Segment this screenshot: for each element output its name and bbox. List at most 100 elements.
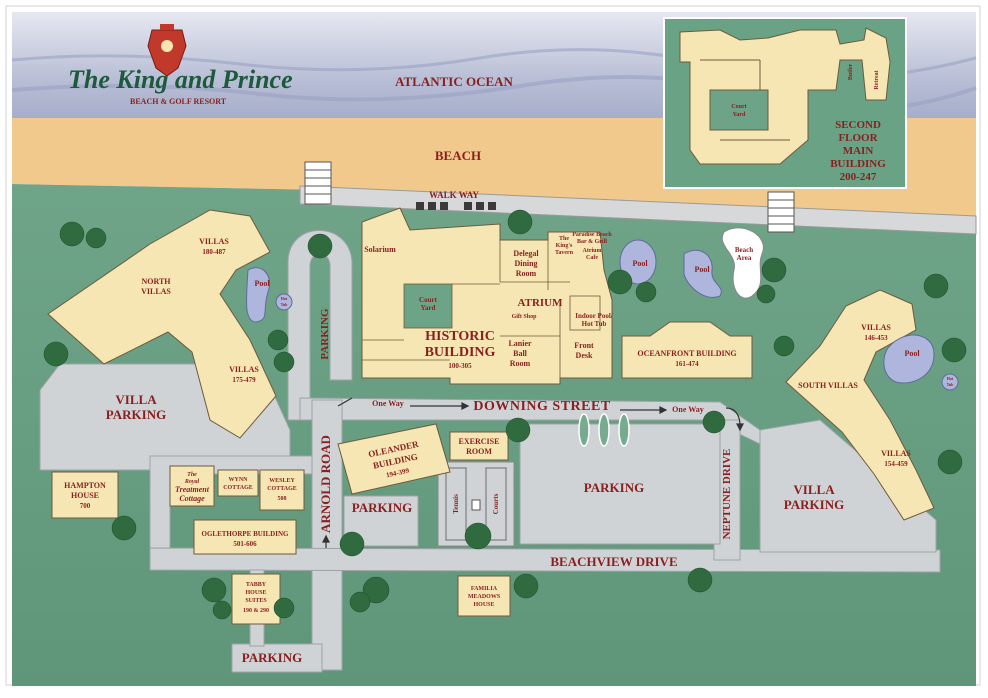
villas-180-label-1: VILLAS [199,237,229,246]
beach-pool [683,249,722,298]
tabby-house [231,573,281,625]
royal-label-2: Royal [184,479,200,485]
historic-label-2: BUILDING [425,345,496,360]
royal-treatment-cottage [169,465,215,507]
north-hot-tub [275,293,293,311]
south-pool [883,334,935,384]
lanier-label-1: Lanier [508,339,532,348]
inset-title-3: MAIN [843,145,874,157]
tennis-label: Tennis [452,494,460,514]
solarium-label: Solarium [364,245,396,254]
wesley-cottage [259,469,305,511]
hampton-house [51,471,119,519]
familia-label-2: MEADOWS [468,594,501,600]
beach-area-label-1: Beach [735,246,753,254]
villas-180-label-2: 180-487 [202,248,226,256]
oleander-building [337,423,451,495]
villas-154-label-2: 154-459 [884,460,908,468]
inset-courtyard-label-1: Court [731,104,746,110]
arnold-road-label: ARNOLD ROAD [318,435,333,533]
tabby-rooms: 190 & 290 [243,608,269,614]
villas-146-label-1: VILLAS [861,323,891,332]
familia-label-1: FAMILIA [471,586,498,592]
lanier-label-2: Ball [513,349,528,358]
bottom-parking-label: PARKING [242,650,302,665]
delegal-label-2: Dining [514,259,537,268]
royal-label-3: Treatment [175,485,210,494]
hampton-rooms: 700 [80,502,91,510]
north-villas-label-2: VILLAS [141,287,171,296]
tabby-label-3: SUITES [245,598,267,604]
north-hot-tub-label-2: Tub [281,302,289,307]
trees [43,209,967,620]
tavern-label-2: King's [556,243,573,249]
north-pool [246,267,270,323]
downing-street-label: DOWNING STREET [473,399,610,414]
courtyard-label-2: Yard [421,304,436,312]
roads [39,230,941,673]
south-hot-tub-label-1: Hot [947,376,954,381]
north-hot-tub-label-1: Hot [281,296,288,301]
indoor-pool-label-1: Indoor Pool/ [575,312,613,320]
resort-logo: The King and Prince BEACH & GOLF RESORT [68,24,293,106]
beach-pool-label: Pool [694,265,710,274]
historic-courtyard [403,283,453,329]
tavern-label-1: The [559,236,569,242]
historic-rooms: 100-305 [448,362,472,370]
second-floor-inset [663,17,907,189]
inset-title-1: SECOND [835,119,881,131]
villas-154-label-1: VILLAS [881,449,911,458]
beach-crossing-left [304,161,332,205]
oglethorpe-label: OGLETHORPE BUILDING [202,530,289,538]
south-villas-building [785,289,935,521]
wesley-label-1: WESLEY [269,478,295,484]
oglethorpe-building [193,519,297,555]
south-hot-tub-label-2: Tub [947,382,955,387]
indoor-pool-label-2: Hot Tub [582,320,607,328]
paradise-label-2: Bar & Grill [577,239,607,245]
wynn-label-2: COTTAGE [223,485,253,491]
south-pool-label: Pool [904,349,920,358]
walkway [299,185,977,235]
hampton-label-1: HAMPTON [64,481,106,490]
villa-parking-left-label-1: VILLA [115,392,157,407]
familia-label-3: HOUSE [473,602,494,608]
beach-label: BEACH [435,148,481,163]
familia-meadows-house [457,575,511,617]
wynn-cottage [217,469,259,497]
wesley-rooms: 508 [278,496,287,502]
exercise-room [449,431,509,461]
tabby-label-1: TABBY [246,582,267,588]
royal-label-4: Cottage [179,494,205,503]
inset-courtyard [709,89,769,131]
courtyard-label-1: Court [419,296,438,304]
villas-175-label-1: VILLAS [229,365,259,374]
exercise-label-1: EXERCISE [459,437,500,446]
inset-title-4: BUILDING [830,158,886,170]
atrium-cafe-label-2: Cafe [586,255,598,261]
inset-butler-label: Butler [848,64,854,81]
front-desk-label-2: Desk [576,351,593,360]
one-way-arrows [322,397,744,548]
logo-subtitle: BEACH & GOLF RESORT [130,97,227,106]
inset-retreat-label: Retreat [874,70,880,89]
inset-title-2: FLOOR [838,132,878,144]
center-parking-label: PARKING [584,480,644,495]
east-pool [619,239,657,285]
villas-175-label-2: 175-479 [232,376,256,384]
neptune-drive-label: NEPTUNE DRIVE [721,449,733,540]
walkway-label: WALK WAY [429,190,479,200]
north-villas-building [47,209,277,439]
exercise-label-2: ROOM [466,447,492,456]
historic-building [361,207,613,385]
one-way-label-left: One Way [372,399,404,408]
wesley-label-2: COTTAGE [267,486,297,492]
oceanfront-label: OCEANFRONT BUILDING [637,349,736,358]
delegal-label-3: Room [516,269,537,278]
oceanfront-rooms: 161-474 [675,360,699,368]
north-pool-label: Pool [254,279,270,288]
royal-label-1: The [187,472,197,478]
wynn-label-1: WYNN [229,477,249,483]
